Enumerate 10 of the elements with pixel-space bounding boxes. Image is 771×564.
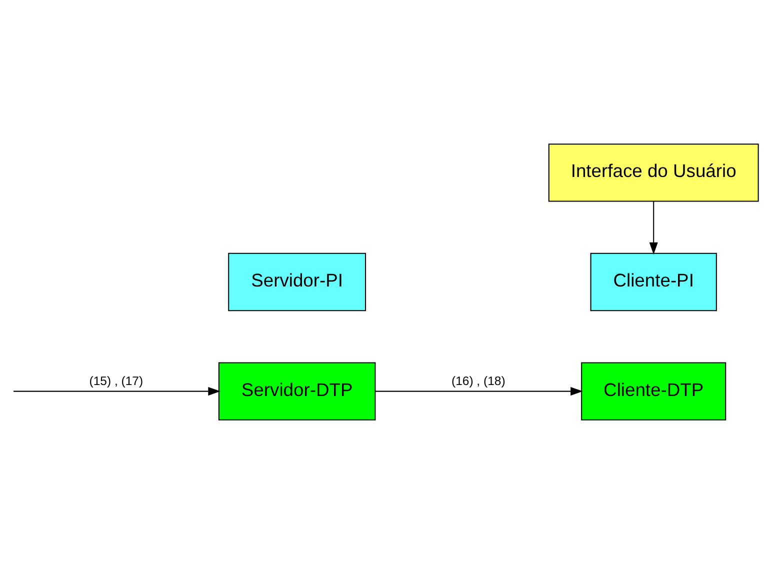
arrow	[649, 201, 658, 255]
arrow	[14, 387, 220, 396]
node-box: Cliente-PI	[590, 252, 717, 312]
node-box: Servidor-DTP	[218, 362, 376, 420]
node-box: Interface do Usuário	[548, 144, 759, 202]
edge-label: (16) , (18)	[452, 374, 506, 388]
arrow	[375, 387, 583, 396]
edge-label: (15) , (17)	[89, 374, 144, 388]
node-box: Servidor-PI	[228, 252, 366, 312]
node-box: Cliente-DTP	[581, 362, 726, 420]
